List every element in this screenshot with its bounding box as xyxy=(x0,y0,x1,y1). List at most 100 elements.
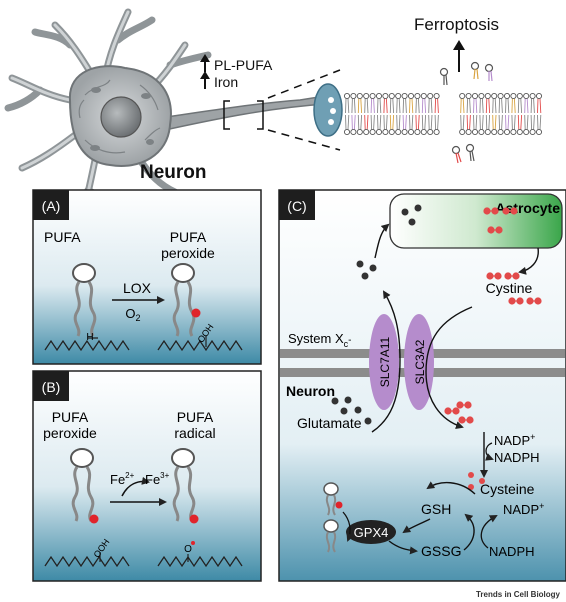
pufa-lipid-icon xyxy=(72,263,97,337)
phospholipid-head xyxy=(516,92,523,100)
slc3a2-transporter xyxy=(404,314,434,410)
oxygen-label: O2 xyxy=(125,306,140,323)
slc7a11-transporter xyxy=(369,314,399,410)
phospholipid-tail xyxy=(415,114,420,130)
pufa-peroxide-label-2: peroxide xyxy=(161,245,215,261)
ferroptosis-arrow-icon xyxy=(453,40,465,72)
phospholipid-tail xyxy=(421,114,427,130)
up-arrow-iron-icon xyxy=(200,71,210,89)
phospholipid-head xyxy=(497,92,504,100)
nadp-nadph-curve xyxy=(484,442,494,461)
panel-b-frame xyxy=(32,370,262,582)
glutamate-export-arrow xyxy=(371,290,401,433)
phospholipid-head xyxy=(401,92,408,100)
phospholipid-head xyxy=(369,128,376,136)
cystine-label: Cystine xyxy=(486,280,533,296)
phospholipid-head xyxy=(529,92,536,100)
panel-c-badge xyxy=(279,190,315,220)
phospholipid-tail xyxy=(466,98,471,114)
phospholipid-tail xyxy=(537,114,542,130)
phospholipid-head xyxy=(427,92,434,100)
phospholipid-tail xyxy=(396,114,401,130)
phospholipid-head xyxy=(369,92,376,100)
phospholipid-head xyxy=(471,128,479,136)
phospholipid-tail xyxy=(389,98,395,114)
phospholipid-head xyxy=(382,92,389,100)
phospholipid-tail xyxy=(479,98,484,114)
phospholipid-tail xyxy=(466,114,471,130)
phospholipid-head xyxy=(459,92,466,100)
phospholipid-head xyxy=(350,92,357,100)
lox-label: LOX xyxy=(123,280,152,296)
phospholipid-head xyxy=(465,128,472,136)
astrocyte-glutamate-dots xyxy=(401,204,422,226)
phospholipid-head xyxy=(523,92,530,100)
phospholipid-head xyxy=(484,92,491,100)
phospholipid-tail xyxy=(396,98,401,114)
phospholipid-tail xyxy=(383,98,388,114)
phospholipid-head xyxy=(535,92,543,100)
phospholipid-head xyxy=(407,128,415,136)
pufa-peroxide-lipid-icon xyxy=(171,263,201,337)
gpx4-enzyme xyxy=(346,520,396,544)
phospholipid-tail xyxy=(409,114,414,130)
phospholipid-tail xyxy=(517,98,523,114)
pl-pufa-label: PL-PUFA xyxy=(214,57,273,73)
gssg-to-gsh-arrow xyxy=(463,513,475,551)
chain-b-left xyxy=(44,555,130,568)
lipid-bilayer xyxy=(343,92,543,136)
phospholipid-tail xyxy=(357,114,363,130)
nadph-bottom-label: NADPH xyxy=(489,544,535,559)
astrocyte-cystine-dimers xyxy=(483,207,518,234)
phospholipid-tail xyxy=(537,98,542,114)
phospholipid-head xyxy=(465,92,472,100)
phospholipid-head xyxy=(375,92,383,100)
extracellular-cystine-dimers xyxy=(486,272,542,305)
phospholipid-head xyxy=(420,92,427,100)
phospholipid-head xyxy=(459,128,466,136)
panel-a: (A) PUFA PUFA peroxide LOX O2 H OOH xyxy=(32,189,262,365)
neuron-label-c: Neuron xyxy=(286,383,335,399)
iron-label: Iron xyxy=(214,74,238,90)
chain-a-right xyxy=(157,339,243,352)
phospholipid-tail xyxy=(421,98,427,114)
gpx4-to-gssg-arrow xyxy=(388,540,418,555)
phospholipid-tail xyxy=(498,98,503,114)
phospholipid-head xyxy=(382,128,389,136)
extracellular-glutamate-dots xyxy=(356,260,377,280)
phospholipid-tail xyxy=(517,114,523,130)
phospholipid-head xyxy=(414,92,421,100)
phospholipid-tail xyxy=(460,114,465,130)
cysteine-dots xyxy=(468,472,485,490)
phospholipid-head xyxy=(395,128,402,136)
zoom-bracket xyxy=(223,69,341,151)
hydrogen-label: H xyxy=(86,332,93,343)
phospholipid-head xyxy=(484,128,491,136)
gsh-to-gpx4-arrow xyxy=(402,518,431,534)
phospholipid-tail xyxy=(389,114,395,130)
phospholipid-tail xyxy=(377,98,382,114)
phospholipid-tail xyxy=(415,98,420,114)
phospholipid-head xyxy=(478,128,485,136)
cysteine-to-gsh-arrow xyxy=(426,481,476,495)
phospholipid-tail xyxy=(364,98,369,114)
phospholipid-head xyxy=(535,128,543,136)
pufa-peroxide-label-1: PUFA xyxy=(170,229,207,245)
phospholipid-head xyxy=(363,92,370,100)
phospholipid-head xyxy=(433,128,440,136)
radical-lipid-icon xyxy=(171,448,199,524)
slc3a2-label: SLC3A2 xyxy=(413,339,427,384)
astrocyte-cell xyxy=(389,193,563,249)
phospholipid-tail xyxy=(505,98,510,114)
phospholipid-head xyxy=(497,128,504,136)
phospholipid-tail xyxy=(530,98,535,114)
panel-c-badge-text: (C) xyxy=(287,198,306,214)
phospholipid-head xyxy=(529,128,536,136)
phospholipid-head xyxy=(414,128,421,136)
phospholipid-head xyxy=(343,128,351,136)
phospholipid-head xyxy=(510,92,517,100)
phospholipid-tail xyxy=(364,114,369,130)
gsh-label: GSH xyxy=(421,501,451,517)
nadp-bottom-label: NADP+ xyxy=(503,501,544,517)
panel-a-badge-text: (A) xyxy=(42,198,61,214)
